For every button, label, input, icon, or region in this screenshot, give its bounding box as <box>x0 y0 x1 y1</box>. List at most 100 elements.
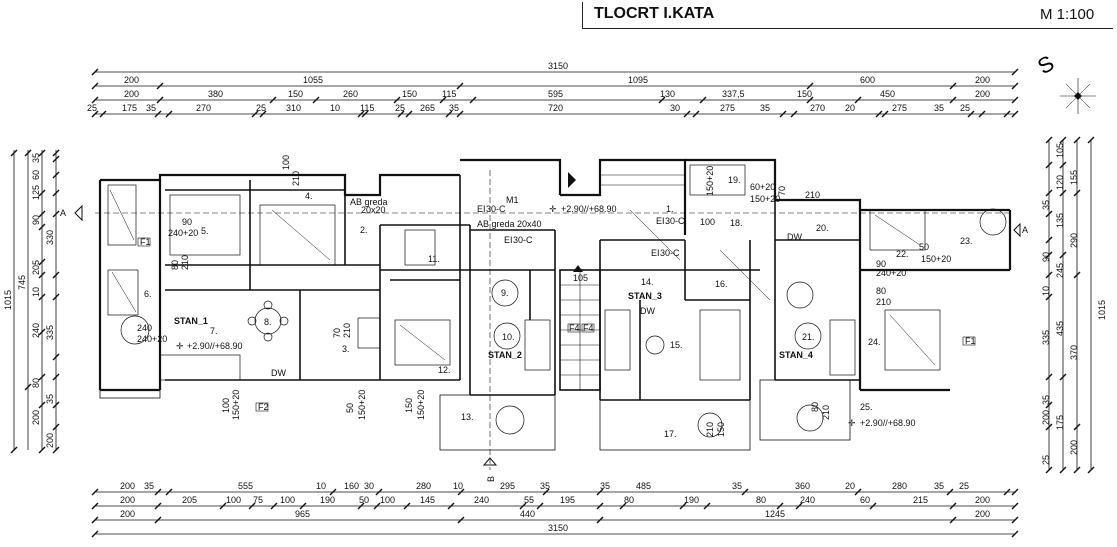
svg-text:210: 210 <box>180 255 190 270</box>
svg-text:280: 280 <box>416 481 431 491</box>
svg-text:105: 105 <box>573 273 588 283</box>
svg-text:25: 25 <box>395 103 405 113</box>
svg-text:EI: EI <box>651 248 660 258</box>
svg-text:210: 210 <box>342 323 352 338</box>
svg-text:595: 595 <box>548 89 563 99</box>
svg-text:370: 370 <box>1069 345 1079 360</box>
svg-text:35: 35 <box>1041 200 1051 210</box>
detail-lines <box>109 189 936 366</box>
svg-text:AB greda: AB greda <box>350 197 388 207</box>
svg-text:150: 150 <box>404 398 414 413</box>
svg-text:100: 100 <box>221 398 231 413</box>
svg-text:7.: 7. <box>210 326 218 336</box>
svg-text:240: 240 <box>800 495 815 505</box>
svg-text:195: 195 <box>560 495 575 505</box>
svg-text:200: 200 <box>120 481 135 491</box>
svg-text:20: 20 <box>845 481 855 491</box>
svg-text:A: A <box>1022 225 1028 235</box>
svg-text:260: 260 <box>343 89 358 99</box>
svg-text:310: 310 <box>286 103 301 113</box>
plan-title: TLOCRT I.KATA <box>594 5 715 22</box>
svg-text:150: 150 <box>402 89 417 99</box>
svg-text:200: 200 <box>120 495 135 505</box>
svg-text:A: A <box>60 208 66 218</box>
svg-text:150: 150 <box>797 89 812 99</box>
svg-text:150: 150 <box>288 89 303 99</box>
svg-text:+2.90//+68.90: +2.90//+68.90 <box>860 418 916 428</box>
bottom-dim-row2: 200 205 100 75 100 190 50 100 145 240 55… <box>120 495 990 505</box>
svg-text:9.: 9. <box>501 288 509 298</box>
svg-text:10: 10 <box>316 481 326 491</box>
north-arrow <box>1060 78 1096 114</box>
bottom-dimension-ticks <box>91 488 1019 538</box>
svg-text:1.: 1. <box>666 204 674 214</box>
svg-text:4.: 4. <box>305 191 313 201</box>
svg-text:19.: 19. <box>728 175 741 185</box>
svg-text:205: 205 <box>182 495 197 505</box>
svg-text:30-C: 30-C <box>513 235 533 245</box>
svg-text:175: 175 <box>122 103 137 113</box>
svg-text:600: 600 <box>860 75 875 85</box>
svg-text:240: 240 <box>137 323 152 333</box>
svg-text:100: 100 <box>281 155 291 170</box>
svg-text:B: B <box>486 476 496 482</box>
svg-text:F1: F1 <box>965 336 976 346</box>
svg-text:F4: F4 <box>569 323 580 333</box>
svg-text:35: 35 <box>45 394 55 404</box>
svg-text:50: 50 <box>919 242 929 252</box>
right-dimension-chains <box>1048 140 1092 470</box>
svg-text:265: 265 <box>420 103 435 113</box>
title-frame <box>582 2 1113 29</box>
svg-text:80: 80 <box>31 378 41 388</box>
svg-text:280: 280 <box>892 481 907 491</box>
top-dim-row1: 200 1055 1095 600 200 <box>124 75 990 85</box>
svg-text:70: 70 <box>777 186 787 196</box>
svg-text:25: 25 <box>1041 455 1051 465</box>
svg-text:210: 210 <box>291 171 301 186</box>
svg-text:60+20: 60+20 <box>750 182 775 192</box>
svg-text:295: 295 <box>500 481 515 491</box>
svg-text:190: 190 <box>684 495 699 505</box>
svg-text:20.: 20. <box>816 223 829 233</box>
svg-text:25: 25 <box>960 103 970 113</box>
svg-text:100: 100 <box>226 495 241 505</box>
svg-text:240+20: 240+20 <box>137 334 167 344</box>
svg-text:24.: 24. <box>868 337 881 347</box>
svg-text:18.: 18. <box>730 218 743 228</box>
svg-text:30-C: 30-C <box>486 204 506 214</box>
svg-text:35: 35 <box>934 103 944 113</box>
svg-text:210: 210 <box>805 190 820 200</box>
svg-text:13.: 13. <box>461 412 474 422</box>
svg-text:485: 485 <box>636 481 651 491</box>
svg-text:35: 35 <box>31 153 41 163</box>
svg-text:115: 115 <box>360 103 374 113</box>
svg-text:25: 25 <box>256 103 266 113</box>
svg-text:200: 200 <box>1041 410 1051 425</box>
svg-text:190: 190 <box>320 495 335 505</box>
top-dimension-chains <box>95 71 1015 115</box>
svg-text:10: 10 <box>330 103 340 113</box>
svg-text:130: 130 <box>660 89 675 99</box>
element-tags: F1 F2 F4 F4 F1 DW DW DW <box>137 232 976 412</box>
bottom-overall-dim: 3150 <box>548 523 568 533</box>
svg-text:150+20: 150+20 <box>231 390 241 420</box>
svg-text:145: 145 <box>420 495 435 505</box>
svg-text:25: 25 <box>87 103 97 113</box>
svg-text:435: 435 <box>1055 321 1065 336</box>
svg-text:AB greda 20x40: AB greda 20x40 <box>477 219 542 229</box>
svg-text:F2: F2 <box>258 402 269 412</box>
top-dim-row3: 25 175 35 270 25 310 10 115 25 265 35 72… <box>87 103 970 113</box>
svg-text:80: 80 <box>624 495 634 505</box>
svg-text:F4: F4 <box>583 323 594 333</box>
svg-text:30: 30 <box>670 103 680 113</box>
svg-text:23.: 23. <box>960 236 973 246</box>
svg-text:50: 50 <box>359 495 369 505</box>
svg-text:555: 555 <box>238 481 253 491</box>
svg-text:160: 160 <box>344 481 359 491</box>
svg-text:115: 115 <box>442 89 456 99</box>
svg-text:1095: 1095 <box>628 75 648 85</box>
svg-text:90: 90 <box>182 217 192 227</box>
svg-text:270: 270 <box>810 103 825 113</box>
svg-text:STAN_3: STAN_3 <box>628 291 662 301</box>
